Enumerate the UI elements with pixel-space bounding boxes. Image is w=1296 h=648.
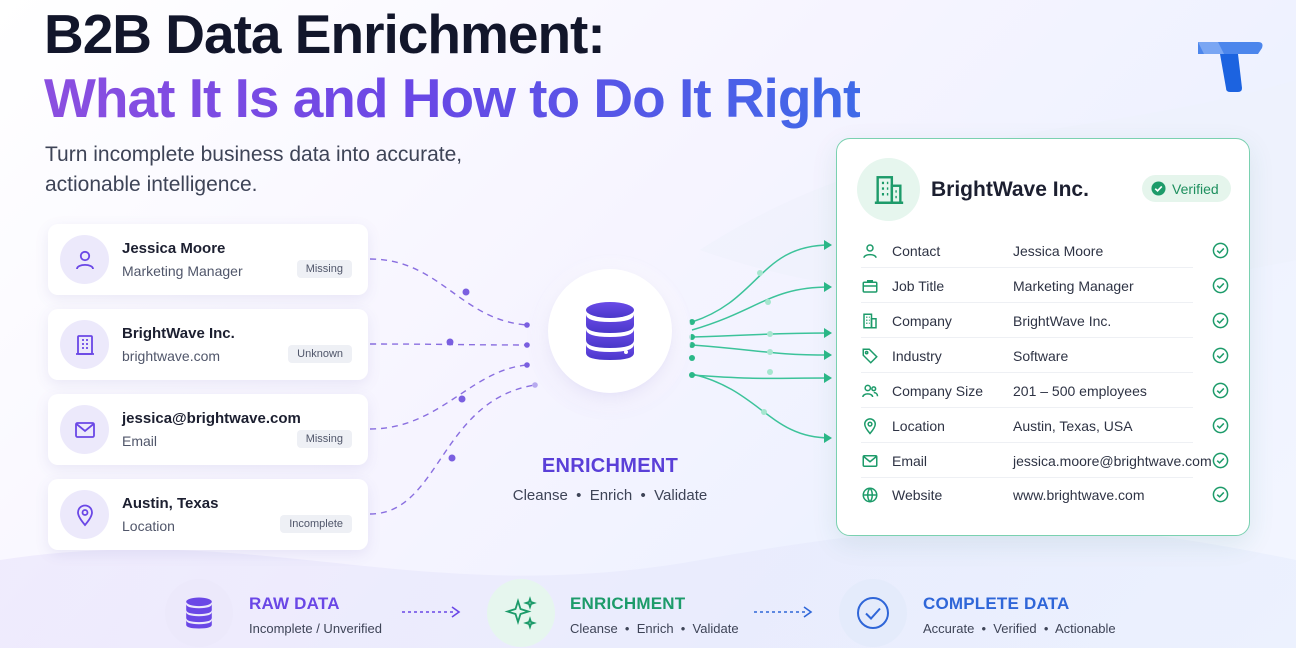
raw-record-card[interactable]: BrightWave Inc. brightwave.com Unknown [48, 309, 368, 380]
field-label: Industry [892, 348, 942, 364]
company-name: BrightWave Inc. [931, 178, 1089, 201]
location-pin-icon [60, 490, 109, 539]
building-icon [863, 313, 877, 329]
divider [861, 442, 1193, 443]
field-label: Company [892, 313, 952, 329]
raw-record-title: BrightWave Inc. [122, 325, 235, 342]
page-title-highlight: What It Is and How to Do It Right [44, 67, 861, 129]
building-icon [60, 320, 109, 369]
field-label: Job Title [892, 278, 945, 294]
location-pin-icon [863, 418, 877, 435]
page-title: B2B Data Enrichment: [44, 3, 606, 65]
divider [861, 477, 1193, 478]
check-circle-icon [1212, 417, 1229, 434]
field-value: Software [1013, 348, 1069, 364]
people-icon [862, 384, 879, 398]
status-badge: Unknown [288, 345, 352, 363]
briefcase-icon [862, 280, 878, 293]
check-circle-icon [1212, 347, 1229, 364]
field-value: 201 – 500 employees [1013, 383, 1147, 399]
field-value: www.brightwave.com [1013, 487, 1145, 503]
process-step-title: RAW DATA [249, 594, 340, 613]
check-circle-icon [1212, 486, 1229, 503]
hub-steps: Cleanse • Enrich • Validate [512, 487, 708, 504]
raw-record-title: jessica@brightwave.com [122, 410, 301, 427]
database-icon [186, 597, 212, 629]
field-label: Location [892, 418, 945, 434]
process-step-title: ENRICHMENT [570, 594, 686, 613]
raw-record-title: Austin, Texas [122, 495, 219, 512]
raw-record-card[interactable]: Austin, Texas Location Incomplete [48, 479, 368, 550]
brand-logo [1198, 42, 1263, 92]
status-badge: Incomplete [280, 515, 352, 533]
check-circle-icon [1212, 382, 1229, 399]
profile-field-row: Industry Software [861, 339, 1229, 373]
enrichment-hub [548, 269, 672, 393]
user-icon [60, 235, 109, 284]
verified-label: Verified [1172, 180, 1219, 197]
process-step-subtitle: Accurate • Verified • Actionable [923, 621, 1116, 636]
field-label: Contact [892, 243, 941, 259]
globe-icon [862, 487, 878, 503]
check-circle-icon [1212, 242, 1229, 259]
database-icon [586, 302, 634, 360]
field-label: Website [892, 487, 943, 503]
check-circle-icon [1212, 312, 1229, 329]
arrow-right-icon [754, 606, 813, 618]
status-badge: Missing [296, 430, 352, 448]
mail-icon [60, 405, 109, 454]
check-circle-icon [1212, 452, 1229, 469]
raw-record-subtitle: Location [122, 518, 175, 534]
profile-field-row: Job Title Marketing Manager [861, 269, 1229, 303]
enriched-profile-card[interactable]: BrightWave Inc. Verified Contact Jessica… [836, 138, 1250, 536]
field-value: BrightWave Inc. [1013, 313, 1112, 329]
field-value: Austin, Texas, USA [1013, 418, 1133, 434]
status-badge: Missing [296, 260, 352, 278]
raw-record-card[interactable]: jessica@brightwave.com Email Missing [48, 394, 368, 465]
raw-record-subtitle: brightwave.com [122, 348, 221, 364]
verified-badge: Verified [1142, 175, 1231, 202]
field-value: jessica.moore@brightwave.com [1013, 453, 1212, 469]
profile-field-row: Email jessica.moore@brightwave.com [861, 444, 1229, 478]
divider [861, 372, 1193, 373]
profile-field-row: Contact Jessica Moore [861, 234, 1229, 268]
raw-record-title: Jessica Moore [122, 240, 226, 257]
process-step-subtitle: Incomplete / Unverified [249, 621, 382, 636]
tag-icon [862, 348, 878, 364]
raw-record-subtitle: Email [122, 433, 158, 449]
building-icon [857, 158, 920, 221]
raw-record-card[interactable]: Jessica Moore Marketing Manager Missing [48, 224, 368, 295]
hub-label: ENRICHMENT [541, 455, 679, 477]
field-value: Marketing Manager [1013, 278, 1134, 294]
field-label: Email [892, 453, 928, 469]
profile-field-row: Website www.brightwave.com [861, 478, 1229, 512]
field-label: Company Size [892, 383, 984, 399]
profile-field-row: Company BrightWave Inc. [861, 304, 1229, 338]
process-step-raw [165, 579, 233, 647]
process-step-subtitle: Cleanse • Enrich • Validate [570, 621, 739, 636]
process-step-complete [839, 579, 907, 647]
process-step-title: COMPLETE DATA [923, 594, 1070, 613]
raw-record-subtitle: Marketing Manager [122, 263, 243, 279]
divider [861, 337, 1193, 338]
page-subtitle: Turn incomplete business data into accur… [45, 143, 463, 196]
check-circle-icon [857, 597, 889, 629]
user-icon [863, 244, 877, 259]
arrow-right-icon [402, 606, 461, 618]
mail-icon [862, 455, 878, 467]
process-step-enrichment [487, 579, 555, 647]
sparkle-icon [504, 596, 537, 630]
divider [861, 267, 1193, 268]
field-value: Jessica Moore [1013, 243, 1104, 259]
profile-field-row: Company Size 201 – 500 employees [861, 374, 1229, 408]
check-circle-icon [1212, 277, 1229, 294]
divider [861, 302, 1193, 303]
check-circle-icon [1151, 181, 1166, 196]
profile-field-row: Location Austin, Texas, USA [861, 409, 1229, 443]
divider [861, 407, 1193, 408]
